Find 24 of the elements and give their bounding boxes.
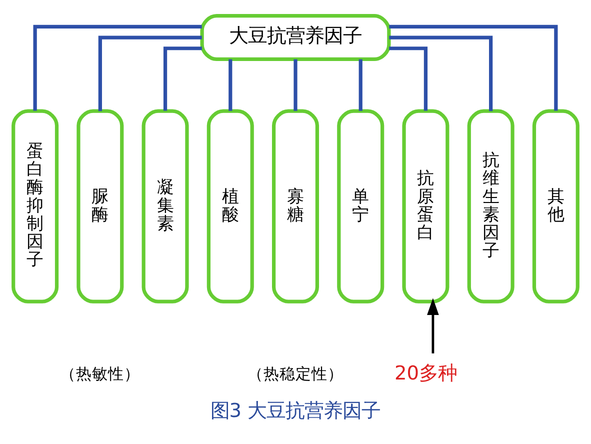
connector [33,24,202,111]
node-box: 抗原蛋白 [402,109,450,304]
node-text: 20多种 [394,362,457,385]
node-box: 脲酶 [76,109,124,304]
connector [389,24,558,111]
label: （热敏性） [60,364,140,384]
connector [163,46,202,111]
connector [294,59,298,111]
node-box: 抗维生素因子 [467,109,514,304]
connector [98,36,202,112]
connector [389,46,428,111]
arrow [427,298,439,354]
label: （热稳定性） [248,364,344,384]
node-box: 单宁 [337,109,384,304]
node-box: 蛋白酶抑制因子 [12,109,59,304]
connector [228,59,232,111]
connector [389,36,493,112]
node-box: 植酸 [206,109,254,304]
node-box: 凝集素 [142,109,189,304]
caption: 图3 大豆抗营养因子 [210,399,381,422]
connector [358,59,362,111]
node-box: 其他 [532,109,580,304]
node-box: 寡糖 [272,109,320,304]
node-box: 大豆抗营养因子 [200,14,391,62]
